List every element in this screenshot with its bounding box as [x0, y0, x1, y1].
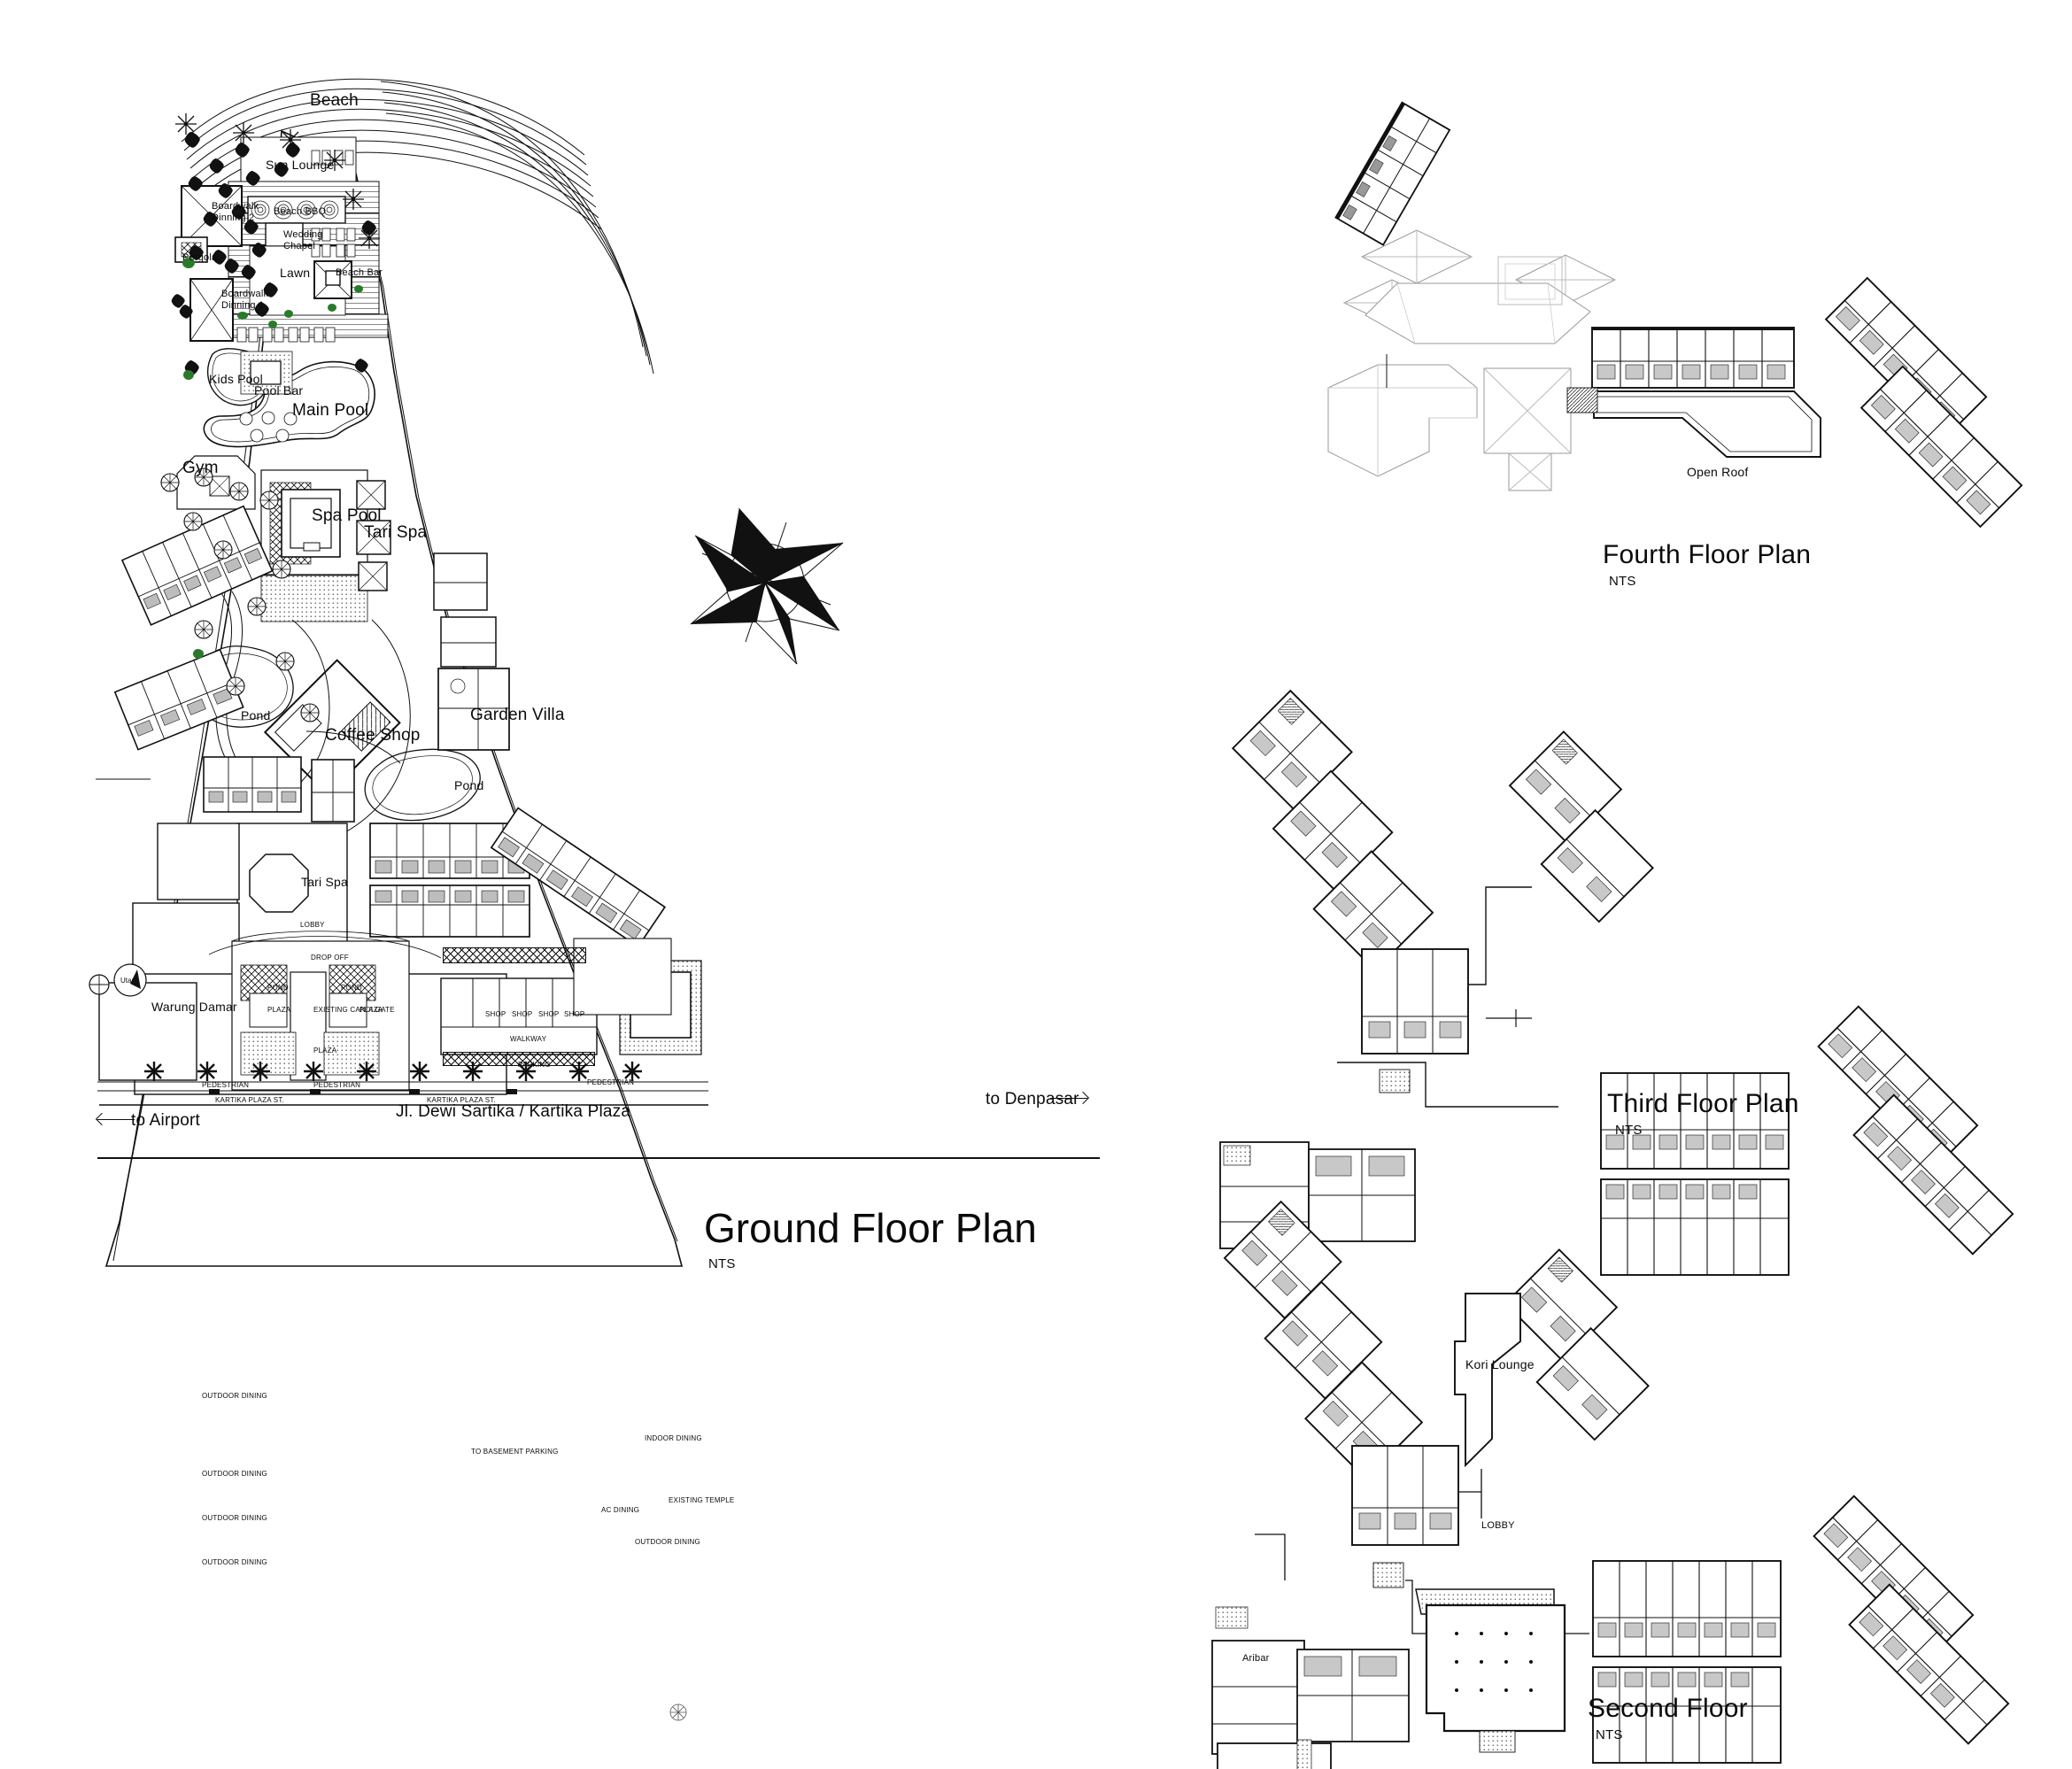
area-label: Dinning 2 [212, 212, 255, 223]
area-label: Pool Bar [254, 383, 304, 398]
area-label: Spa Pool [312, 506, 382, 525]
area-label: Main Pool [292, 401, 369, 420]
area-label: Tari Spa [364, 523, 428, 542]
annotation-label: OUTDOOR DINING [202, 1514, 267, 1522]
area-label: Beach [310, 91, 359, 110]
palm-tree-icon [343, 189, 364, 210]
second-floor-title: Second Floor [1588, 1694, 1748, 1723]
area-label: Warung Damar [151, 1000, 237, 1014]
street-trees [144, 1062, 642, 1081]
annotation-label: PEDESTRIAN [202, 1081, 250, 1089]
area-label: Beach BBQ [274, 206, 327, 217]
area-label: Garden Villa [470, 706, 565, 724]
annotation-label: EXISTING TEMPLE [669, 1496, 735, 1504]
open-roof-label: Open Roof [1687, 465, 1749, 479]
to-denpasar-arrow [1043, 1091, 1087, 1105]
area-label: Dinning 1 [221, 300, 265, 311]
plant-symbol-icon [669, 1703, 687, 1721]
area-label: Pergola [182, 252, 218, 263]
annotation-label: OUTDOOR DINING [202, 1392, 267, 1400]
fourth-floor-scale: NTS [1609, 574, 1636, 589]
annotation-label: LOBBY [300, 921, 325, 929]
second-floor-lobby-label: LOBBY [1481, 1520, 1515, 1531]
area-label: Chapel [283, 241, 316, 251]
palm-tree-icon [233, 122, 254, 143]
annotation-label: AC DINING [601, 1506, 640, 1514]
aribar-label: Aribar [1242, 1653, 1270, 1664]
annotation-label: KARTIKA PLAZA ST. [215, 1096, 284, 1104]
annotation-label: OUTDOOR DINING [202, 1558, 267, 1566]
area-label: Tari Spa [301, 875, 348, 889]
annotation-label: EXISTING CANDI GATE [313, 1006, 395, 1014]
annotation-label: PARKING [518, 1061, 551, 1069]
annotation-label: PLAZA [313, 1047, 337, 1054]
annotation-label: SHOP [564, 1010, 585, 1018]
kori-lounge-label: Kori Lounge [1465, 1357, 1535, 1371]
north-arrow-icon: Utara [113, 963, 147, 997]
area-label: Pond [241, 708, 271, 722]
annotation-label: PLAZA [360, 1006, 383, 1014]
area-label: Kids Pool [209, 372, 263, 386]
third-floor-scale: NTS [1615, 1123, 1643, 1138]
annotation-label: INDOOR DINING [645, 1434, 702, 1442]
palm-tree-icon [280, 129, 301, 151]
fourth-floor-title: Fourth Floor Plan [1603, 540, 1812, 569]
annotation-label: SHOP [512, 1010, 533, 1018]
area-label: Lawn [280, 266, 311, 280]
second-floor-scale: NTS [1596, 1727, 1623, 1742]
palm-tree-icon [359, 228, 380, 249]
annotation-label: SHOP [538, 1010, 560, 1018]
to-denpasar-label: to Denpasar [986, 1090, 1079, 1109]
annotation-label: DROP OFF [311, 954, 349, 962]
ground-plan-scale: NTS [708, 1256, 736, 1271]
area-label: Pond [454, 778, 484, 792]
annotation-label: PEDESTRIAN [587, 1078, 635, 1086]
ground-plan-title: Ground Floor Plan [704, 1205, 1037, 1251]
area-label: Boardwalk [212, 201, 259, 212]
second-floor-plan: Kori Lounge LOBBY Aribar Second Floor NT… [1200, 1164, 2014, 1769]
north-arrow-label: Utara [120, 977, 138, 985]
to-airport-label: to Airport [131, 1111, 201, 1130]
annotation-label: POND [341, 984, 362, 992]
area-label: Sun Lounge [266, 158, 335, 172]
annotation-label: WALKWAY [510, 1035, 547, 1043]
area-label: Coffee Shop [325, 726, 421, 745]
annotation-label: OUTDOOR DINING [635, 1538, 700, 1546]
third-floor-title: Third Floor Plan [1607, 1089, 1799, 1118]
annotation-label: PLAZA [267, 1006, 291, 1014]
to-airport-arrow [97, 1112, 142, 1126]
compass-rose-icon [690, 507, 844, 665]
palm-tree-icon [324, 150, 345, 171]
street-name-label: Jl. Dewi Sartika / Kartika Plaza [396, 1102, 631, 1121]
vegetation-layer [0, 0, 1151, 1240]
area-label: Beach Bar [336, 267, 383, 278]
annotation-label: TO BASEMENT PARKING [471, 1448, 559, 1456]
fourth-floor-plan: Open Roof Fourth Floor Plan NTS [1310, 101, 2037, 673]
garden-trees [160, 467, 320, 722]
annotation-label: PEDESTRIAN [313, 1081, 361, 1089]
annotation-label: OUTDOOR DINING [202, 1470, 267, 1478]
annotation-label: KARTIKA PLAZA ST. [427, 1096, 496, 1104]
area-label: Wedding [283, 229, 323, 240]
area-label: Boardwalk [221, 289, 269, 299]
title-divider-rule [97, 1157, 1100, 1159]
area-label: Gym [182, 459, 219, 477]
annotation-label: POND [267, 984, 289, 992]
palm-tree-icon [175, 113, 197, 135]
annotation-label: SHOP [485, 1010, 506, 1018]
third-floor-plan: Third Floor Plan NTS [1204, 637, 2019, 1276]
